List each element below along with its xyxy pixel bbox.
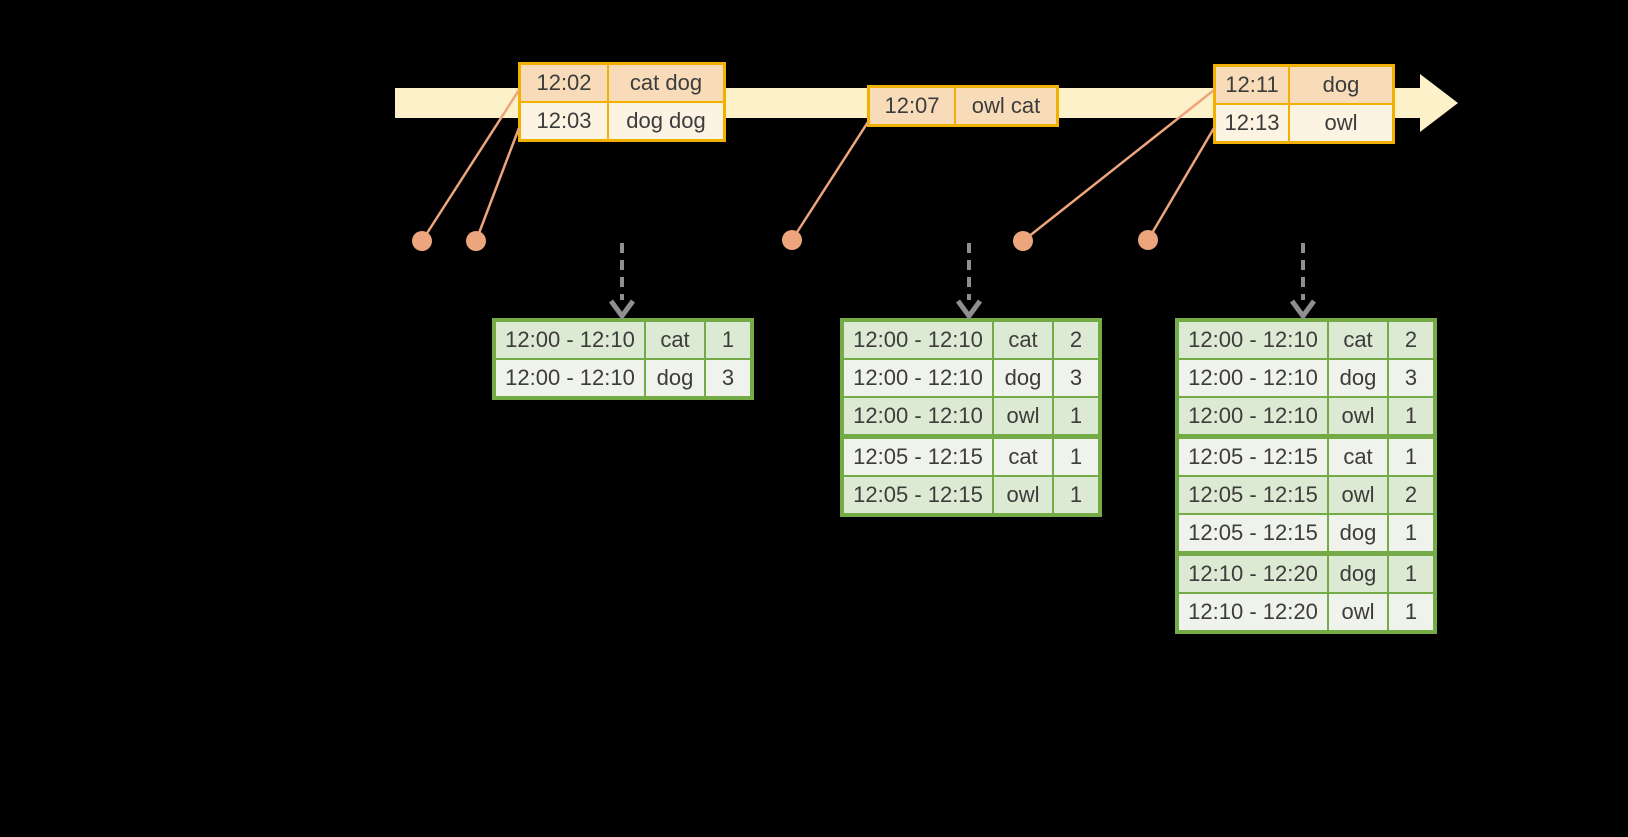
word-cell: cat [646,322,704,358]
word-cell: dog [994,360,1052,396]
event-dot [1013,231,1033,251]
result-row: 12:00 - 12:10 dog 3 [1179,360,1433,396]
event-time-cell: 12:13 [1216,105,1288,141]
event-words-cell: cat dog [609,65,723,101]
window-cell: 12:00 - 12:10 [844,398,992,434]
window-cell: 12:10 - 12:20 [1179,594,1327,630]
window-cell: 12:05 - 12:15 [1179,439,1327,475]
word-cell: dog [1329,360,1387,396]
count-cell: 3 [1054,360,1098,396]
window-cell: 12:00 - 12:10 [844,360,992,396]
result-row: 12:05 - 12:15 cat 1 [1179,439,1433,475]
window-cell: 12:05 - 12:15 [1179,477,1327,513]
word-cell: owl [1329,477,1387,513]
event-connector-line [790,121,870,241]
result-row: 12:00 - 12:10 cat 1 [496,322,750,358]
word-cell: owl [994,477,1052,513]
word-cell: dog [646,360,704,396]
event-dot [782,230,802,250]
count-cell: 3 [706,360,750,396]
result-row: 12:05 - 12:15 owl 1 [844,477,1098,513]
event-connector-line [1146,127,1216,241]
result-row: 12:05 - 12:15 dog 1 [1179,515,1433,551]
result-row: 12:10 - 12:20 owl 1 [1179,594,1433,630]
result-row: 12:05 - 12:15 owl 2 [1179,477,1433,513]
word-cell: dog [1329,515,1387,551]
word-cell: cat [1329,439,1387,475]
trigger-arrowhead-icon [608,299,636,321]
count-cell: 1 [1389,398,1433,434]
count-cell: 1 [706,322,750,358]
result-row: 12:00 - 12:10 dog 3 [844,360,1098,396]
event-time-cell: 12:11 [1216,67,1288,103]
window-cell: 12:00 - 12:10 [1179,398,1327,434]
result-table-3: 12:00 - 12:10 cat 2 12:00 - 12:10 dog 3 … [1175,318,1437,634]
count-cell: 1 [1389,594,1433,630]
count-cell: 2 [1054,322,1098,358]
count-cell: 3 [1389,360,1433,396]
count-cell: 1 [1389,515,1433,551]
window-cell: 12:00 - 12:10 [1179,360,1327,396]
event-words-cell: dog [1290,67,1392,103]
event-row: 12:13 owl [1216,105,1392,141]
window-cell: 12:05 - 12:15 [844,477,992,513]
count-cell: 1 [1054,439,1098,475]
event-words-cell: owl [1290,105,1392,141]
window-cell: 12:10 - 12:20 [1179,556,1327,592]
count-cell: 2 [1389,322,1433,358]
window-cell: 12:00 - 12:10 [496,360,644,396]
word-cell: cat [1329,322,1387,358]
event-row: 12:07 owl cat [870,88,1056,124]
word-cell: owl [1329,594,1387,630]
count-cell: 2 [1389,477,1433,513]
input-events-table-3: 12:11 dog 12:13 owl [1213,64,1395,144]
word-cell: owl [994,398,1052,434]
word-cell: dog [1329,556,1387,592]
event-dot [412,231,432,251]
input-events-table-1: 12:02 cat dog 12:03 dog dog [518,62,726,142]
event-row: 12:02 cat dog [521,65,723,101]
result-row: 12:00 - 12:10 cat 2 [844,322,1098,358]
event-row: 12:11 dog [1216,67,1392,103]
word-cell: cat [994,439,1052,475]
event-dot [1138,230,1158,250]
event-row: 12:03 dog dog [521,103,723,139]
result-row: 12:10 - 12:20 dog 1 [1179,556,1433,592]
result-row: 12:00 - 12:10 owl 1 [844,398,1098,434]
result-table-1: 12:00 - 12:10 cat 1 12:00 - 12:10 dog 3 [492,318,754,400]
trigger-arrowhead-icon [955,299,983,321]
word-cell: owl [1329,398,1387,434]
event-connector-line [474,127,521,242]
result-row: 12:00 - 12:10 cat 2 [1179,322,1433,358]
window-cell: 12:00 - 12:10 [496,322,644,358]
event-dot [466,231,486,251]
event-time-cell: 12:03 [521,103,607,139]
timeline-arrowhead-icon [1420,74,1458,132]
count-cell: 1 [1054,398,1098,434]
window-cell: 12:00 - 12:10 [1179,322,1327,358]
window-cell: 12:00 - 12:10 [844,322,992,358]
window-cell: 12:05 - 12:15 [1179,515,1327,551]
event-time-cell: 12:02 [521,65,607,101]
event-time-cell: 12:07 [870,88,954,124]
count-cell: 1 [1389,439,1433,475]
window-cell: 12:05 - 12:15 [844,439,992,475]
input-events-table-2: 12:07 owl cat [867,85,1059,127]
result-table-2: 12:00 - 12:10 cat 2 12:00 - 12:10 dog 3 … [840,318,1102,517]
count-cell: 1 [1054,477,1098,513]
count-cell: 1 [1389,556,1433,592]
result-row: 12:00 - 12:10 owl 1 [1179,398,1433,434]
trigger-arrowhead-icon [1289,299,1317,321]
event-words-cell: dog dog [609,103,723,139]
event-words-cell: owl cat [956,88,1056,124]
result-row: 12:05 - 12:15 cat 1 [844,439,1098,475]
word-cell: cat [994,322,1052,358]
result-row: 12:00 - 12:10 dog 3 [496,360,750,396]
